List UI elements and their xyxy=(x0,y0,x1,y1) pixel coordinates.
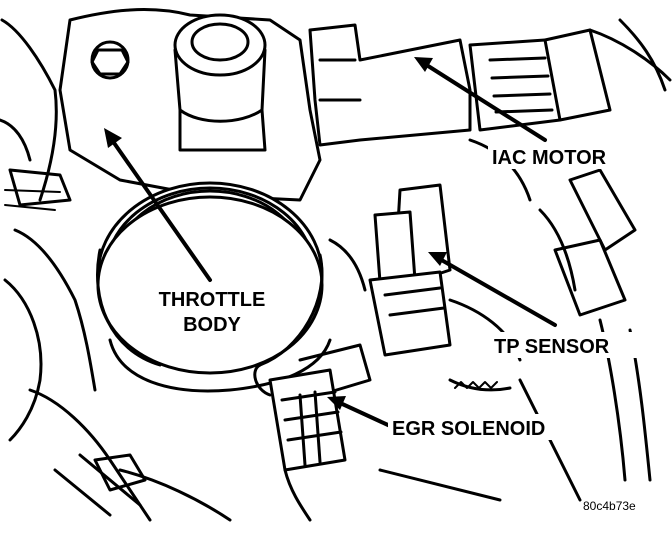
figure-code: 80c4b73e xyxy=(583,499,636,513)
throttle-body-label-line1: THROTTLE xyxy=(159,289,266,311)
throttle-body-label-line2: BODY xyxy=(183,314,241,336)
iac-motor-label: IAC MOTOR xyxy=(492,147,607,169)
tp-sensor-arrowhead xyxy=(428,252,447,266)
leader-arrows xyxy=(104,57,557,427)
egr-solenoid-arrowhead xyxy=(327,396,346,410)
tp-sensor-label: TP SENSOR xyxy=(494,336,610,358)
egr-solenoid-label: EGR SOLENOID xyxy=(392,418,545,440)
tp-sensor-part xyxy=(328,183,522,362)
egr-solenoid-part xyxy=(253,363,347,522)
iac-motor-part xyxy=(308,23,672,147)
throttle-body-arrow-line xyxy=(110,138,212,282)
egr-solenoid-arrow-line xyxy=(336,400,390,427)
engine-background-left xyxy=(0,18,232,522)
iac-motor-arrow-line xyxy=(423,62,547,142)
throttle-body-arrowhead xyxy=(104,128,122,148)
tp-sensor-arrow-line xyxy=(436,256,557,327)
iac-motor-arrowhead xyxy=(414,57,433,72)
